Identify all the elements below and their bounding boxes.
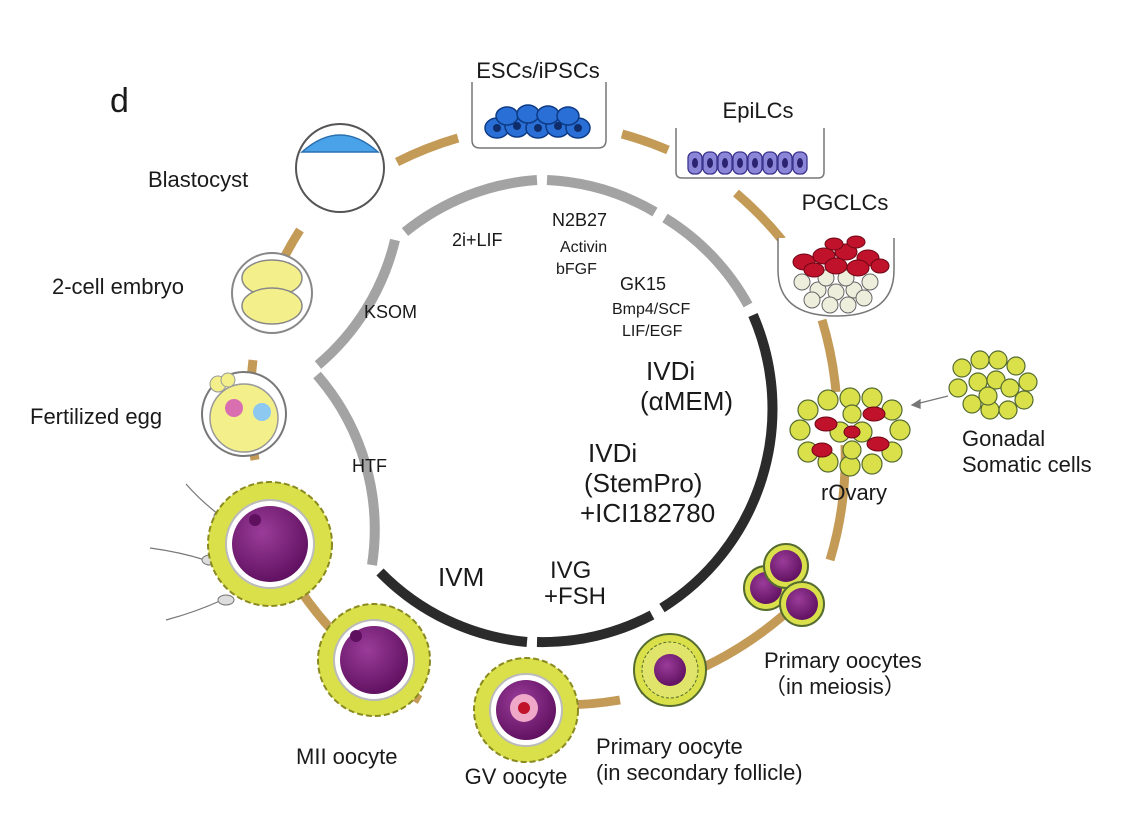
media-ivdi-2: IVDi <box>588 438 637 468</box>
primary-oocytes-meiosis-icon <box>743 543 825 627</box>
label-rovary: rOvary <box>821 480 887 505</box>
panel-letter: d <box>110 82 129 120</box>
gv-oocyte-icon <box>473 657 579 763</box>
label-blastocyst: Blastocyst <box>148 167 248 192</box>
media-bfgf: bFGF <box>556 261 597 278</box>
blastocyst-icon <box>295 123 385 213</box>
inner-ring-seg-n2b27 <box>546 175 658 217</box>
label-two-cell: 2-cell embryo <box>52 274 184 299</box>
label-escs: ESCs/iPSCs <box>476 58 599 83</box>
label-primary-meiosis-1: Primary oocytes <box>764 648 922 673</box>
fertilized-egg-icon <box>201 371 287 457</box>
media-ivdi-2-medium: (StemPro) <box>584 468 702 498</box>
media-ivm: IVM <box>438 562 484 592</box>
label-primary-meiosis-2: （in meiosis） <box>764 674 906 699</box>
inner-ring-seg-ivdi <box>659 313 778 613</box>
media-ksom: KSOM <box>364 302 417 322</box>
inner-ring-seg-htf <box>313 371 380 566</box>
media-ivg-fsh: +FSH <box>544 583 606 610</box>
media-activin: Activin <box>560 239 607 256</box>
two-cell-embryo-icon <box>231 252 313 334</box>
inner-ring-seg-ivg <box>536 610 655 648</box>
label-gv: GV oocyte <box>465 764 568 789</box>
coc-with-sperm-icon <box>149 481 333 621</box>
arrow-icon <box>910 395 949 409</box>
outer-ring-arc-top-right <box>620 129 670 155</box>
media-ivdi-2-ici: +ICI182780 <box>580 498 715 528</box>
label-primary-secondary-2: (in secondary follicle) <box>596 760 803 785</box>
media-ivdi-1-medium: (αMEM) <box>640 386 733 416</box>
esc-cells <box>484 104 591 139</box>
label-primary-secondary-1: Primary oocyte <box>596 734 743 759</box>
media-bmp4-scf: Bmp4/SCF <box>612 301 690 318</box>
media-htf: HTF <box>352 456 387 476</box>
media-ivdi-1: IVDi <box>646 356 695 386</box>
inner-media-ring <box>313 175 778 648</box>
media-ivg: IVG <box>550 557 591 584</box>
inner-ring-seg-gk15 <box>662 213 753 308</box>
rovary-icon <box>789 387 911 477</box>
inner-ring-seg-ksom <box>314 238 400 369</box>
label-pgclcs: PGCLCs <box>802 190 889 215</box>
label-gonadal-2: Somatic cells <box>962 452 1092 477</box>
outer-ring-arc-pgc <box>733 189 786 243</box>
inner-ring-seg-ivm <box>376 568 528 647</box>
outer-ring-arc-top-left <box>394 133 460 167</box>
media-2i-lif: 2i+LIF <box>452 230 503 250</box>
label-epilcs: EpiLCs <box>723 98 794 123</box>
media-n2b27: N2B27 <box>552 210 607 230</box>
label-gonadal-1: Gonadal <box>962 426 1045 451</box>
escs-dish <box>471 82 607 149</box>
label-mii: MII oocyte <box>296 744 397 769</box>
mii-oocyte-icon <box>317 603 431 717</box>
label-fertilized: Fertilized egg <box>30 404 162 429</box>
outer-ring-arc-right <box>817 318 841 393</box>
pgclcs-dish <box>777 235 895 317</box>
media-gk15: GK15 <box>620 274 666 294</box>
gonadal-somatic-cells-icon <box>948 350 1038 420</box>
inner-ring-seg-2i-lif <box>401 175 538 236</box>
epilcs-dish <box>675 128 825 179</box>
secondary-follicle-icon <box>633 633 707 707</box>
media-lif-egf: LIF/EGF <box>622 323 683 340</box>
